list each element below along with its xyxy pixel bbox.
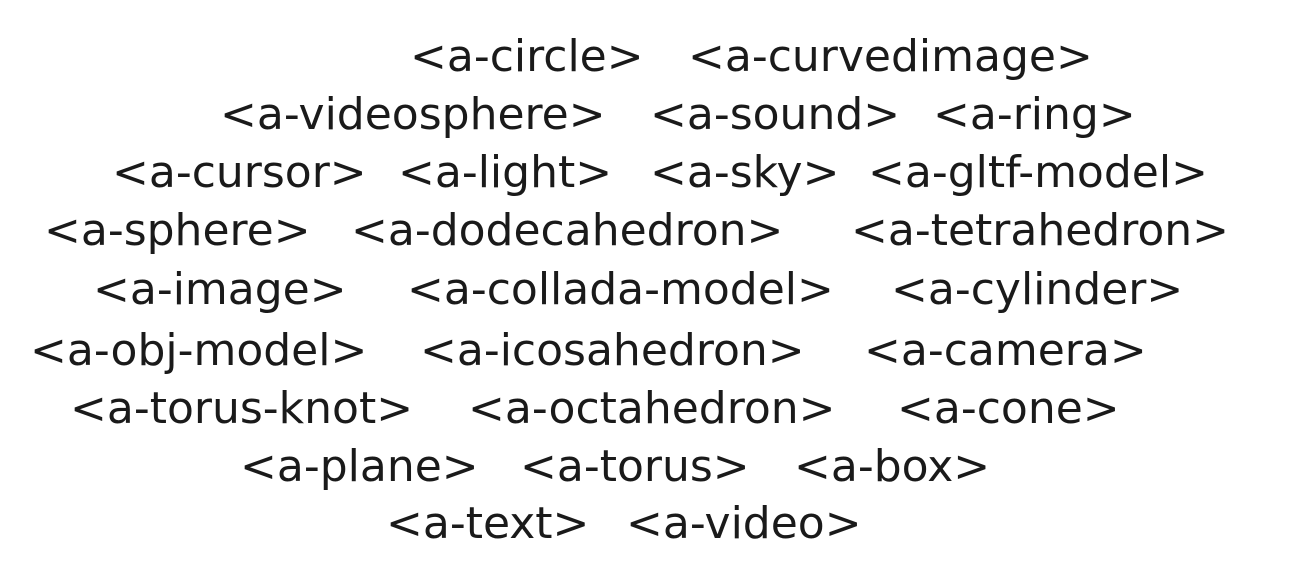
tag-a-videosphere: <a-videosphere> [220, 89, 606, 140]
tag-a-camera: <a-camera> [864, 325, 1147, 376]
tag-a-torus-knot: <a-torus-knot> [70, 383, 414, 434]
tag-a-video: <a-video> [626, 498, 862, 549]
tag-a-sphere: <a-sphere> [44, 205, 311, 256]
tag-a-icosahedron: <a-icosahedron> [420, 325, 805, 376]
tag-a-gltf-model: <a-gltf-model> [868, 147, 1208, 198]
tag-a-sky: <a-sky> [650, 147, 840, 198]
tag-a-plane: <a-plane> [240, 441, 479, 492]
tag-a-text: <a-text> [386, 498, 590, 549]
tag-a-cone: <a-cone> [897, 383, 1120, 434]
tag-a-sound: <a-sound> [650, 89, 901, 140]
tag-a-tetrahedron: <a-tetrahedron> [851, 205, 1230, 256]
tag-a-light: <a-light> [398, 147, 613, 198]
tag-a-box: <a-box> [794, 441, 991, 492]
tag-a-obj-model: <a-obj-model> [30, 325, 368, 376]
tag-a-image: <a-image> [93, 264, 347, 315]
tag-a-cylinder: <a-cylinder> [891, 264, 1184, 315]
tag-a-dodecahedron: <a-dodecahedron> [351, 205, 784, 256]
tag-a-torus: <a-torus> [520, 441, 750, 492]
tag-a-cursor: <a-cursor> [112, 147, 367, 198]
tag-a-circle: <a-circle> [410, 31, 644, 82]
tag-a-octahedron: <a-octahedron> [468, 383, 836, 434]
tag-a-curvedimage: <a-curvedimage> [688, 31, 1093, 82]
tag-a-collada-model: <a-collada-model> [407, 264, 834, 315]
tag-a-ring: <a-ring> [933, 89, 1136, 140]
